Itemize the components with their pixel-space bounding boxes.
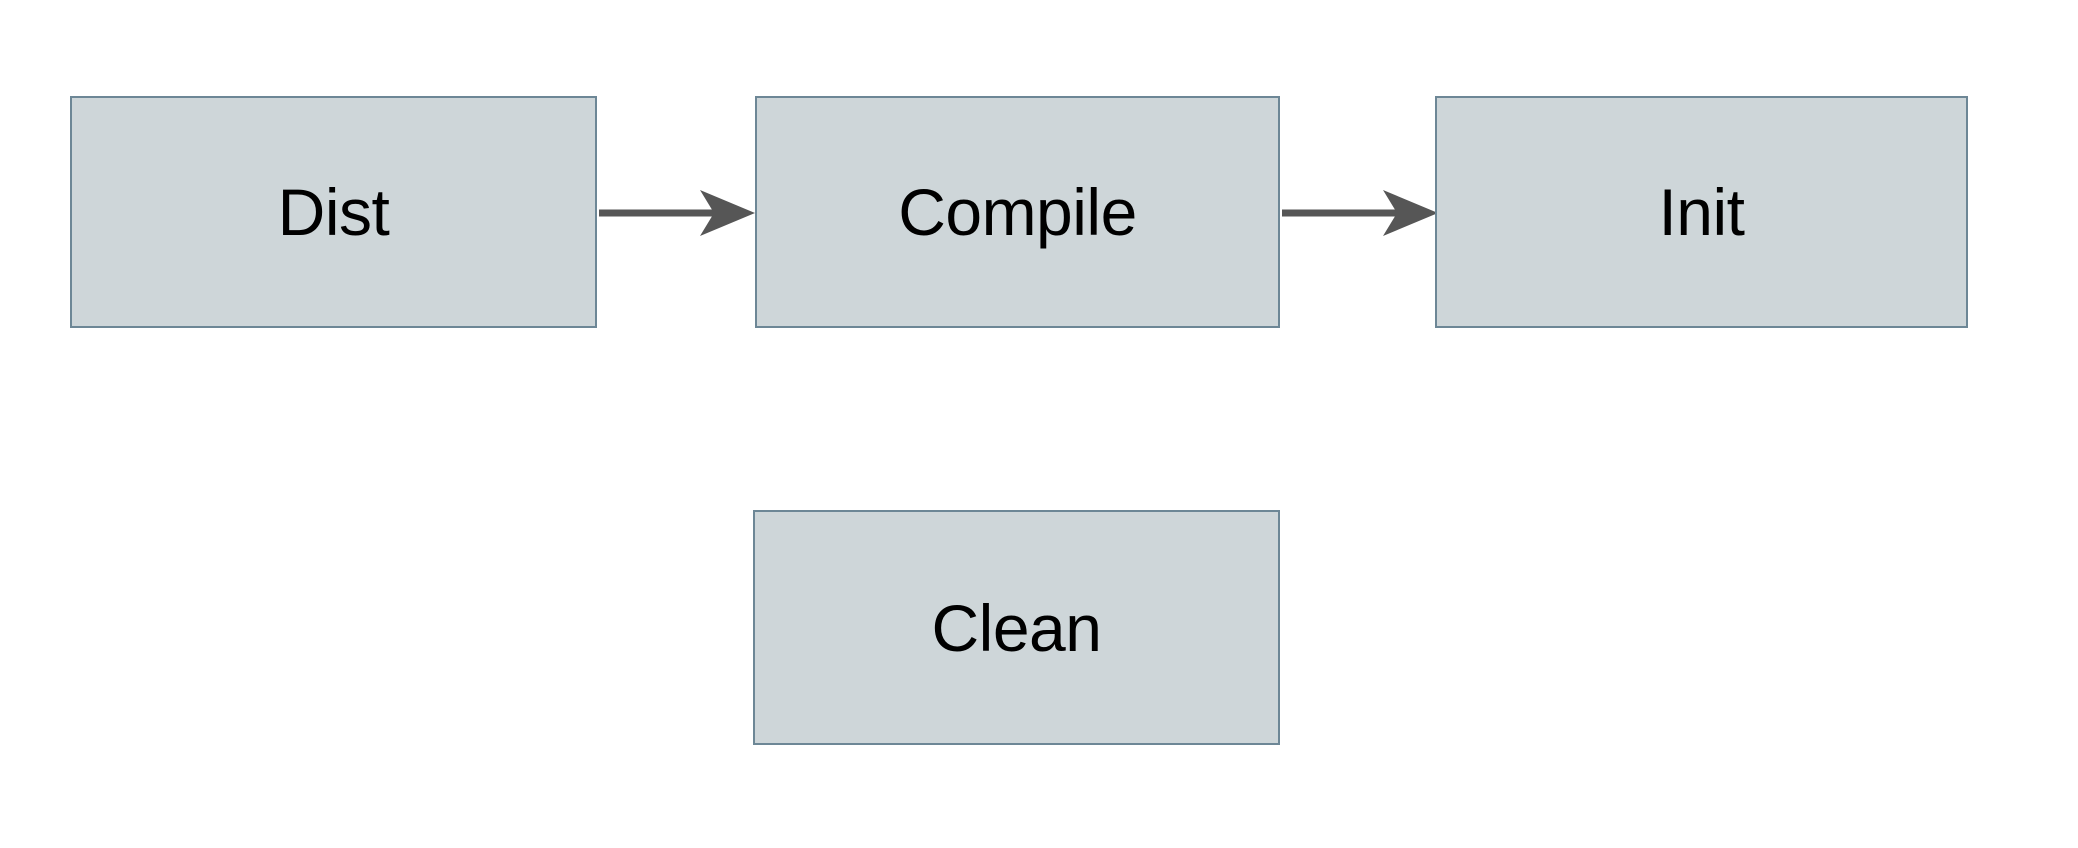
edge-compile-to-init[interactable] (1282, 190, 1438, 236)
node-compile[interactable]: Compile (755, 96, 1280, 328)
edge-dist-to-compile-arrowhead (700, 190, 755, 236)
node-dist[interactable]: Dist (70, 96, 597, 328)
edge-compile-to-init-arrowhead (1383, 190, 1438, 236)
node-clean-label: Clean (931, 590, 1102, 665)
node-clean[interactable]: Clean (753, 510, 1280, 745)
node-dist-label: Dist (277, 175, 390, 249)
edge-dist-to-compile[interactable] (599, 190, 755, 236)
node-init-label: Init (1658, 175, 1745, 249)
node-init[interactable]: Init (1435, 96, 1968, 328)
node-compile-label: Compile (898, 175, 1137, 249)
